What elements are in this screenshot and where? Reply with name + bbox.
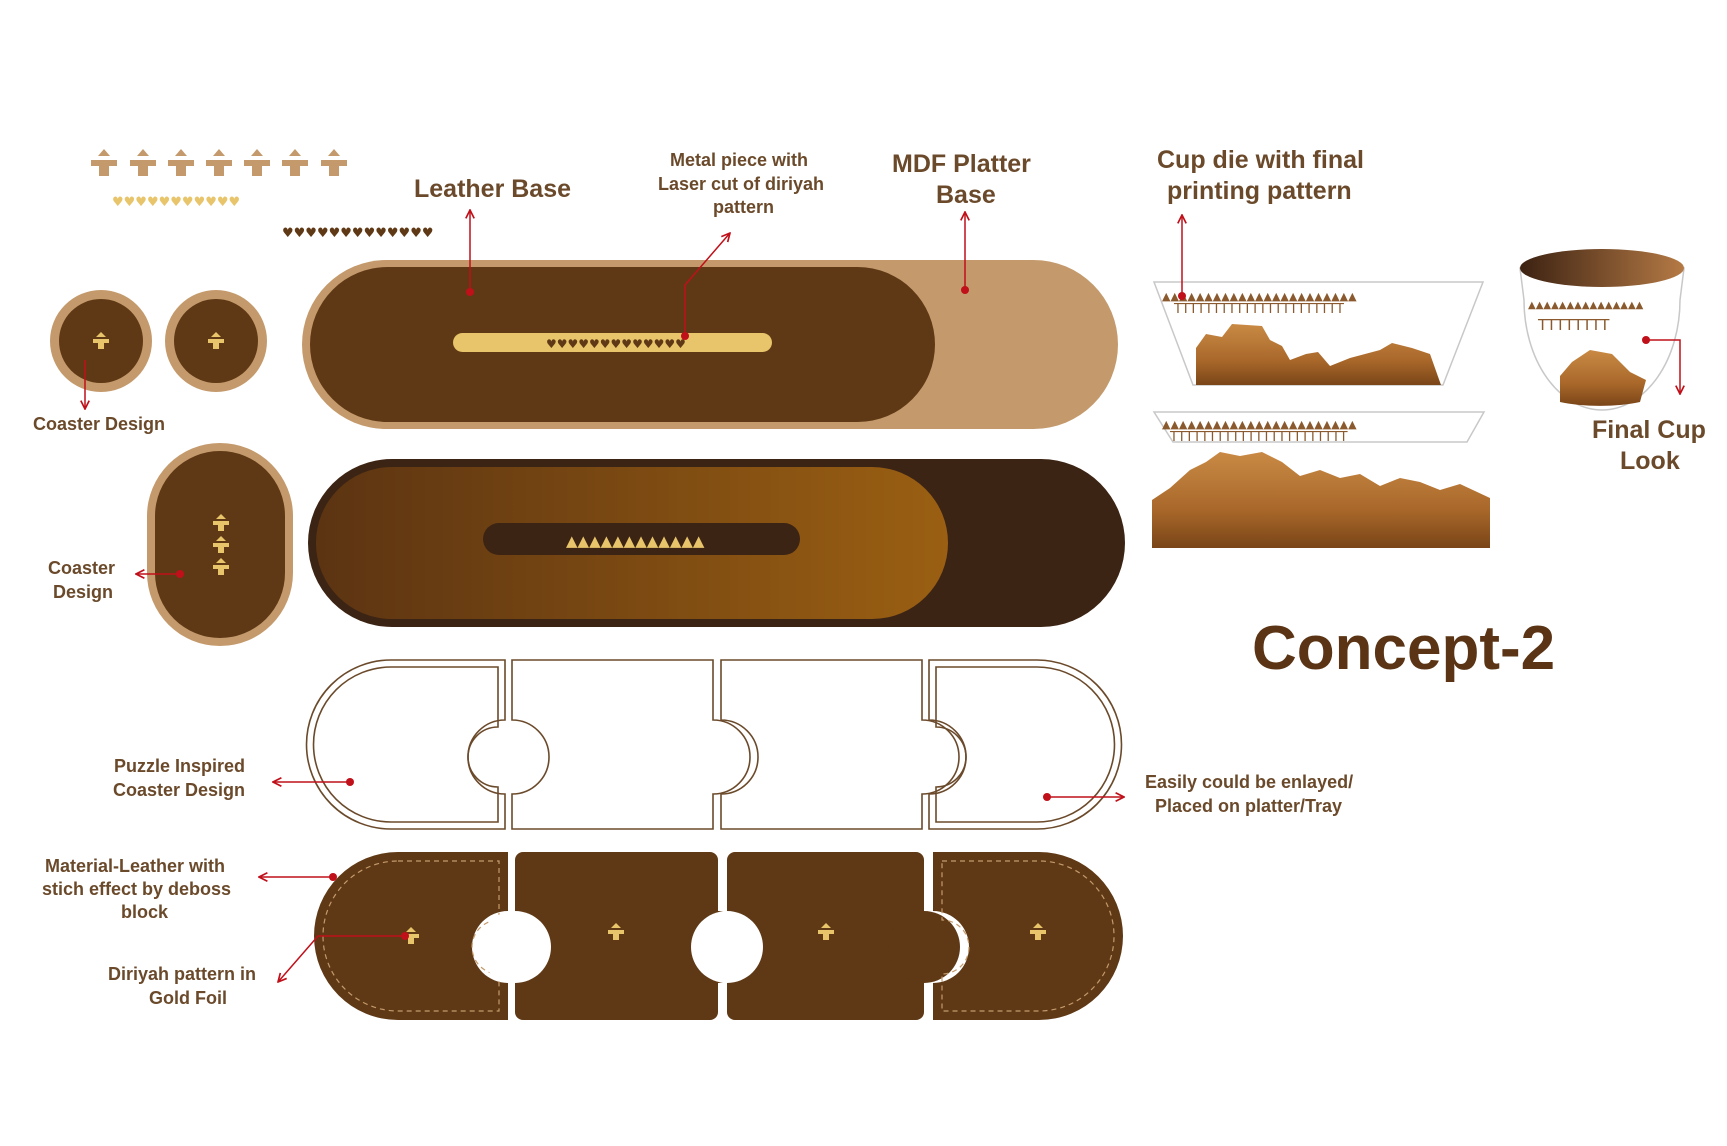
material-label-line2: stich effect by deboss bbox=[42, 879, 231, 899]
cup-die-strip-1: ▲▲▲▲▲▲▲▲▲▲▲▲▲▲▲▲▲▲▲▲▲▲▲ TTTTTTTTTTTTTTTT… bbox=[1152, 281, 1485, 386]
mdf-label-line1: MDF Platter bbox=[892, 150, 1031, 178]
enlayed-label-line1: Easily could be enlayed/ bbox=[1145, 772, 1353, 792]
puzzle-label-line2: Coaster Design bbox=[113, 780, 245, 800]
annotation-dot bbox=[1642, 336, 1650, 344]
puzzle-outline-row bbox=[305, 659, 1123, 830]
gold-foil-label-line1: Diriyah pattern in bbox=[108, 964, 256, 984]
metal-laser-cut-strip: ♥♥♥♥♥♥♥♥♥♥♥♥♥ bbox=[453, 333, 772, 352]
metal-piece-label-line3: pattern bbox=[713, 197, 774, 217]
final-cup-label-line2: Look bbox=[1620, 447, 1680, 475]
oval-coaster bbox=[147, 443, 293, 646]
concept-title: Concept-2 bbox=[1252, 614, 1555, 683]
svg-text:▲▲▲▲▲▲▲▲▲▲▲▲▲▲▲▲▲▲▲▲▲▲▲: ▲▲▲▲▲▲▲▲▲▲▲▲▲▲▲▲▲▲▲▲▲▲▲ bbox=[1162, 418, 1357, 431]
enlayed-label-line2: Placed on platter/Tray bbox=[1155, 796, 1342, 816]
oval-coaster-label-line1: Coaster bbox=[48, 558, 115, 578]
annotation-dot bbox=[329, 873, 337, 881]
mdf-label-line2: Base bbox=[936, 181, 996, 209]
final-cup-arrow bbox=[1646, 339, 1680, 394]
final-cup-label-line1: Final Cup bbox=[1592, 416, 1706, 444]
svg-text:TTTTTTTT: TTTTTTTT bbox=[1537, 316, 1610, 334]
svg-text:♥♥♥♥♥♥♥♥♥♥♥: ♥♥♥♥♥♥♥♥♥♥♥ bbox=[112, 195, 240, 210]
coaster-design-label: Coaster Design bbox=[33, 414, 165, 434]
round-coaster-2 bbox=[165, 290, 267, 392]
annotation-dot bbox=[961, 286, 969, 294]
dark-platter: ▲▲▲▲▲▲▲▲▲▲▲▲ bbox=[308, 459, 1125, 627]
annotation-dot bbox=[681, 332, 689, 340]
svg-text:♥♥♥♥♥♥♥♥♥♥♥♥♥: ♥♥♥♥♥♥♥♥♥♥♥♥♥ bbox=[546, 337, 686, 351]
svg-text:♥♥♥♥♥♥♥♥♥♥♥♥♥: ♥♥♥♥♥♥♥♥♥♥♥♥♥ bbox=[282, 226, 434, 241]
annotation-dot bbox=[466, 288, 474, 296]
annotation-dot bbox=[1178, 292, 1186, 300]
material-label-line1: Material-Leather with bbox=[45, 856, 225, 876]
svg-text:▲▲▲▲▲▲▲▲▲▲▲▲: ▲▲▲▲▲▲▲▲▲▲▲▲ bbox=[566, 532, 705, 550]
diriyah-pattern-row-dark: ♥♥♥♥♥♥♥♥♥♥♥♥♥ bbox=[282, 226, 434, 241]
puzzle-label-line1: Puzzle Inspired bbox=[114, 756, 245, 776]
final-cup: ▲▲▲▲▲▲▲▲▲▲▲▲▲▲▲ TTTTTTTT bbox=[1519, 249, 1685, 411]
cup-die-strip-2: ▲▲▲▲▲▲▲▲▲▲▲▲▲▲▲▲▲▲▲▲▲▲▲ TTTTTTTTTTTTTTTT… bbox=[1152, 411, 1490, 548]
annotation-dot bbox=[1043, 793, 1051, 801]
annotation-dot bbox=[401, 932, 409, 940]
annotation-dot bbox=[346, 778, 354, 786]
diriyah-pattern-row-gold: ♥♥♥♥♥♥♥♥♥♥♥ bbox=[112, 195, 240, 210]
round-coaster-1 bbox=[50, 290, 152, 392]
gold-foil-arrow bbox=[278, 935, 405, 982]
cup-die-label-line2: printing pattern bbox=[1167, 177, 1352, 205]
svg-text:TTTTTTTTTTTTTTTTTTTTTTT: TTTTTTTTTTTTTTTTTTTTTTT bbox=[1169, 430, 1348, 445]
metal-piece-label-line2: Laser cut of diriyah bbox=[658, 174, 824, 194]
cup-die-label-line1: Cup die with final bbox=[1157, 146, 1364, 174]
oval-coaster-label-line2: Design bbox=[53, 582, 113, 602]
svg-text:TTTTTTTTTTTTTTTTTTTTTT: TTTTTTTTTTTTTTTTTTTTTT bbox=[1173, 302, 1344, 317]
metal-piece-label-line1: Metal piece with bbox=[670, 150, 808, 170]
svg-text:▲▲▲▲▲▲▲▲▲▲▲▲▲▲▲▲▲▲▲▲▲▲▲: ▲▲▲▲▲▲▲▲▲▲▲▲▲▲▲▲▲▲▲▲▲▲▲ bbox=[1162, 290, 1357, 303]
leather-puzzle-row bbox=[314, 852, 1123, 1020]
annotation-dot bbox=[176, 570, 184, 578]
svg-text:▲▲▲▲▲▲▲▲▲▲▲▲▲▲▲: ▲▲▲▲▲▲▲▲▲▲▲▲▲▲▲ bbox=[1528, 300, 1644, 311]
gold-foil-label-line2: Gold Foil bbox=[149, 988, 227, 1008]
metal-piece-arrow bbox=[684, 233, 730, 336]
material-label-line3: block bbox=[121, 902, 169, 922]
leather-base-label: Leather Base bbox=[414, 175, 571, 203]
diriyah-pattern-row-large bbox=[91, 149, 347, 176]
